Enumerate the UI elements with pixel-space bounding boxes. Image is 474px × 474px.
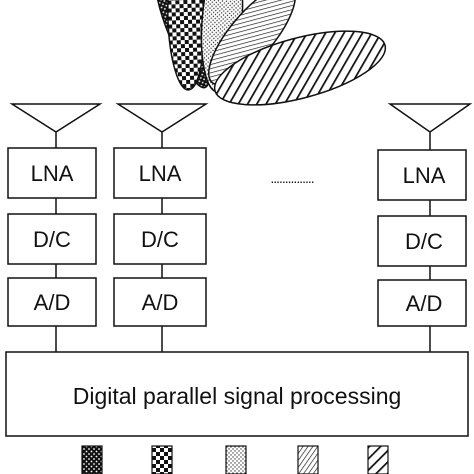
digital-processing-block [5,351,469,437]
lna-label: LNA [139,161,182,186]
lna-block [7,147,97,199]
antenna-icon [9,103,103,133]
antenna-icon [115,103,209,133]
ad-label: A/D [406,291,443,316]
antenna-icon [387,103,473,133]
beam-lobes [154,0,387,106]
channel-n [377,103,473,352]
dc-block [7,213,97,265]
beam-output-3 [225,445,247,474]
ad-label: A/D [34,290,71,315]
lna-block [113,147,207,199]
dc-block [113,213,207,265]
ad-block [7,277,97,327]
lna-block [377,149,467,201]
dc-label: D/C [141,227,179,252]
lna-label: LNA [403,163,446,188]
dc-block [377,215,467,267]
lna-label: LNA [31,161,74,186]
ad-label: A/D [142,290,179,315]
ad-block [377,279,467,327]
beam-output-1 [81,445,103,474]
beam-output-4 [297,445,319,474]
beam-lobe-5 [213,30,387,106]
channel-1 [7,103,103,352]
channel-2 [113,103,209,352]
dc-label: D/C [405,229,443,254]
ad-block [113,277,207,327]
digital-processing-label: Digital parallel signal processing [73,383,402,409]
beam-output-5 [367,445,389,474]
dc-label: D/C [33,227,71,252]
channel-ellipsis: ............... [270,170,313,186]
beam-output-2 [151,445,173,474]
beam-outputs [81,445,389,474]
